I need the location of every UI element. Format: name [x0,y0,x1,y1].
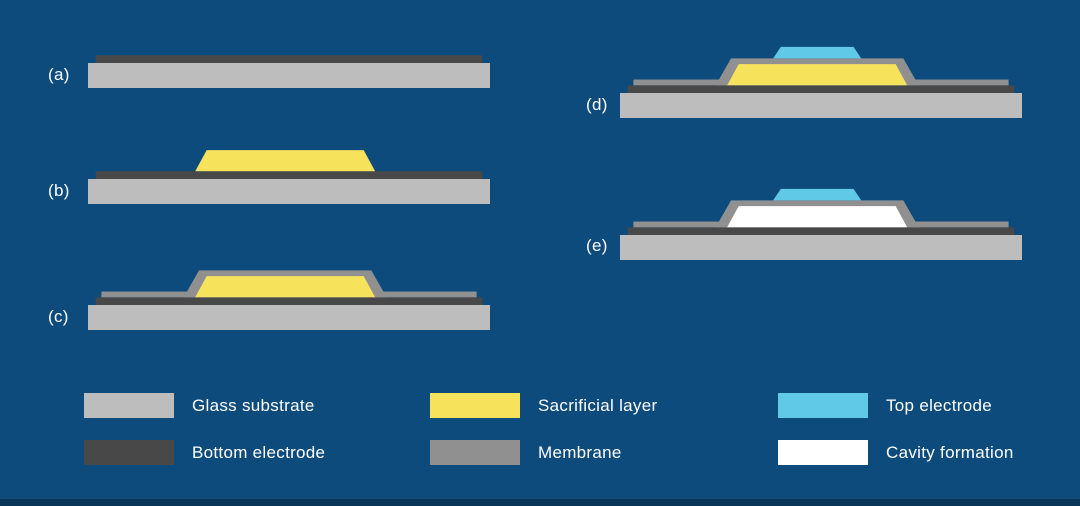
bottom-electrode-layer [95,171,483,179]
top-electrode-layer [773,46,862,59]
step-d-diagram [620,46,1022,118]
glass-substrate-layer [620,93,1022,118]
step-a-label: (a) [48,65,70,84]
glass-substrate-layer [620,235,1022,260]
legend-item-cavity-formation: Cavity formation [778,440,1014,465]
cavity-formation-layer [727,206,908,228]
top-electrode-layer [773,188,862,201]
glass-substrate-layer [88,305,490,330]
step-d-label: (d) [586,95,608,114]
footer-strip [0,499,1080,506]
glass-substrate-swatch [84,393,174,418]
bottom-electrode-layer [627,85,1015,93]
glass-substrate-layer [88,63,490,88]
step-b-diagram [88,150,490,204]
sacrificial-layer-label: Sacrificial layer [538,395,658,415]
cavity-formation-swatch [778,440,868,465]
membrane-label: Membrane [538,442,622,462]
step-e-diagram [620,188,1022,260]
step-b-label: (b) [48,181,70,200]
sacrificial-layer-layer [727,64,908,86]
bottom-electrode-layer [627,227,1015,235]
legend-item-sacrificial-layer: Sacrificial layer [430,393,657,418]
step-c-diagram [88,270,490,330]
step-a-diagram [88,55,490,88]
membrane-swatch [430,440,520,465]
legend-item-glass-substrate: Glass substrate [84,393,315,418]
bottom-electrode-layer [95,297,483,305]
step-e-label: (e) [586,236,608,255]
glass-substrate-layer [88,179,490,204]
top-electrode-swatch [778,393,868,418]
bottom-electrode-label: Bottom electrode [192,442,326,462]
top-electrode-label: Top electrode [886,395,992,415]
bottom-electrode-layer [95,55,483,63]
glass-substrate-label: Glass substrate [192,395,315,415]
bottom-electrode-swatch [84,440,174,465]
sacrificial-layer-swatch [430,393,520,418]
legend-item-bottom-electrode: Bottom electrode [84,440,325,465]
sacrificial-layer-layer [195,276,376,298]
legend-item-membrane: Membrane [430,440,622,465]
sacrificial-layer-layer [195,150,376,172]
step-c-label: (c) [48,307,69,326]
cavity-formation-label: Cavity formation [886,442,1014,462]
legend-item-top-electrode: Top electrode [778,393,992,418]
